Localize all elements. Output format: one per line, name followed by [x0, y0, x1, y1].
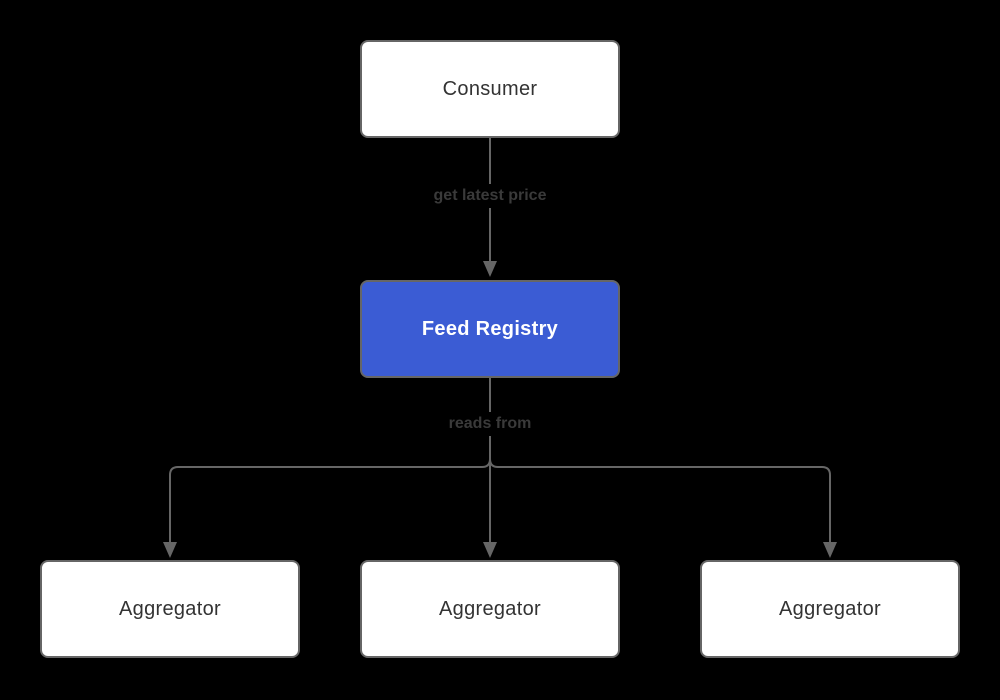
node-feed-registry: Feed Registry	[360, 280, 620, 378]
node-aggregator-2: Aggregator	[360, 560, 620, 658]
edge-label-get-latest-price: get latest price	[427, 184, 553, 208]
arrowhead-aggregator-1-icon	[163, 542, 177, 558]
node-aggregator-3-label: Aggregator	[779, 597, 881, 620]
edge-label-reads-from: reads from	[442, 412, 538, 436]
arrowhead-aggregator-3-icon	[823, 542, 837, 558]
edge-registry-to-aggregator-3	[489, 378, 831, 542]
node-feed-registry-label: Feed Registry	[421, 317, 559, 340]
node-aggregator-1-label: Aggregator	[119, 597, 221, 620]
node-aggregator-1: Aggregator	[40, 560, 300, 658]
edge-registry-to-aggregator-1	[169, 378, 491, 542]
arrowhead-aggregator-2-icon	[483, 542, 497, 558]
node-aggregator-3: Aggregator	[700, 560, 960, 658]
node-aggregator-2-label: Aggregator	[439, 597, 541, 620]
node-consumer-label: Consumer	[442, 77, 538, 100]
node-consumer: Consumer	[360, 40, 620, 138]
arrowhead-registry-icon	[483, 261, 497, 277]
